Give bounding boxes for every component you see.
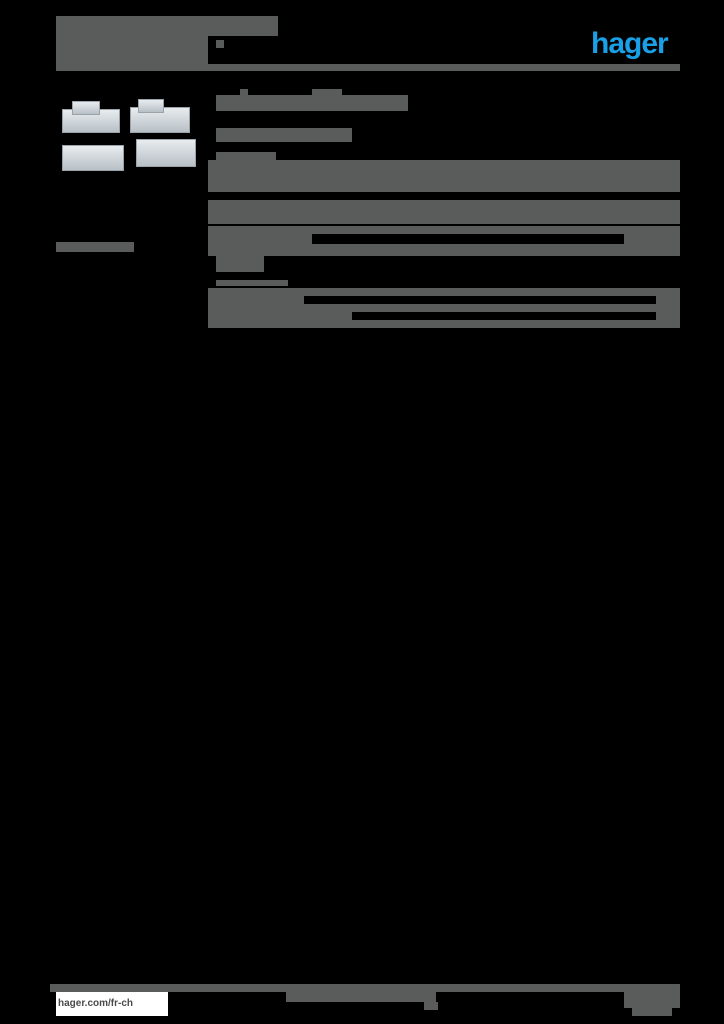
header-rule <box>208 64 680 71</box>
footer-page-info <box>624 992 680 1008</box>
document-title <box>56 16 278 36</box>
table-row-value <box>624 234 680 244</box>
table-row <box>208 160 680 192</box>
product-heading-accent <box>240 89 248 95</box>
product-image <box>58 99 198 174</box>
product-part <box>72 101 100 115</box>
table-row <box>208 320 680 328</box>
table-row-cell <box>208 296 304 304</box>
footer-center-text <box>286 992 436 1002</box>
product-part <box>138 99 164 113</box>
header-rule-left <box>56 62 208 71</box>
hager-logo: hager <box>591 27 669 60</box>
product-subheading <box>216 128 352 142</box>
product-part <box>136 139 196 167</box>
section-2-label <box>216 280 288 286</box>
side-label <box>56 242 134 252</box>
footer-url-link[interactable]: hager.com/fr-ch <box>56 992 168 1016</box>
table-row-cell <box>216 256 264 272</box>
product-heading <box>216 95 408 111</box>
table-row <box>208 288 680 296</box>
product-part <box>62 145 124 171</box>
table-row <box>208 304 680 312</box>
table-row-cell <box>208 234 312 244</box>
product-heading-accent <box>312 89 342 95</box>
footer-center-mark <box>424 1002 438 1010</box>
footer-page-info-2 <box>632 1008 672 1016</box>
footer-rule <box>50 984 680 992</box>
table-row-cell <box>208 312 352 320</box>
section-1-label <box>216 152 276 162</box>
document-title-line-2 <box>56 36 208 62</box>
table-row <box>208 200 680 224</box>
document-title-mark <box>216 40 224 48</box>
table-row <box>208 244 680 256</box>
table-row <box>208 226 680 234</box>
table-row-value <box>656 312 680 320</box>
table-row-value <box>656 296 680 304</box>
